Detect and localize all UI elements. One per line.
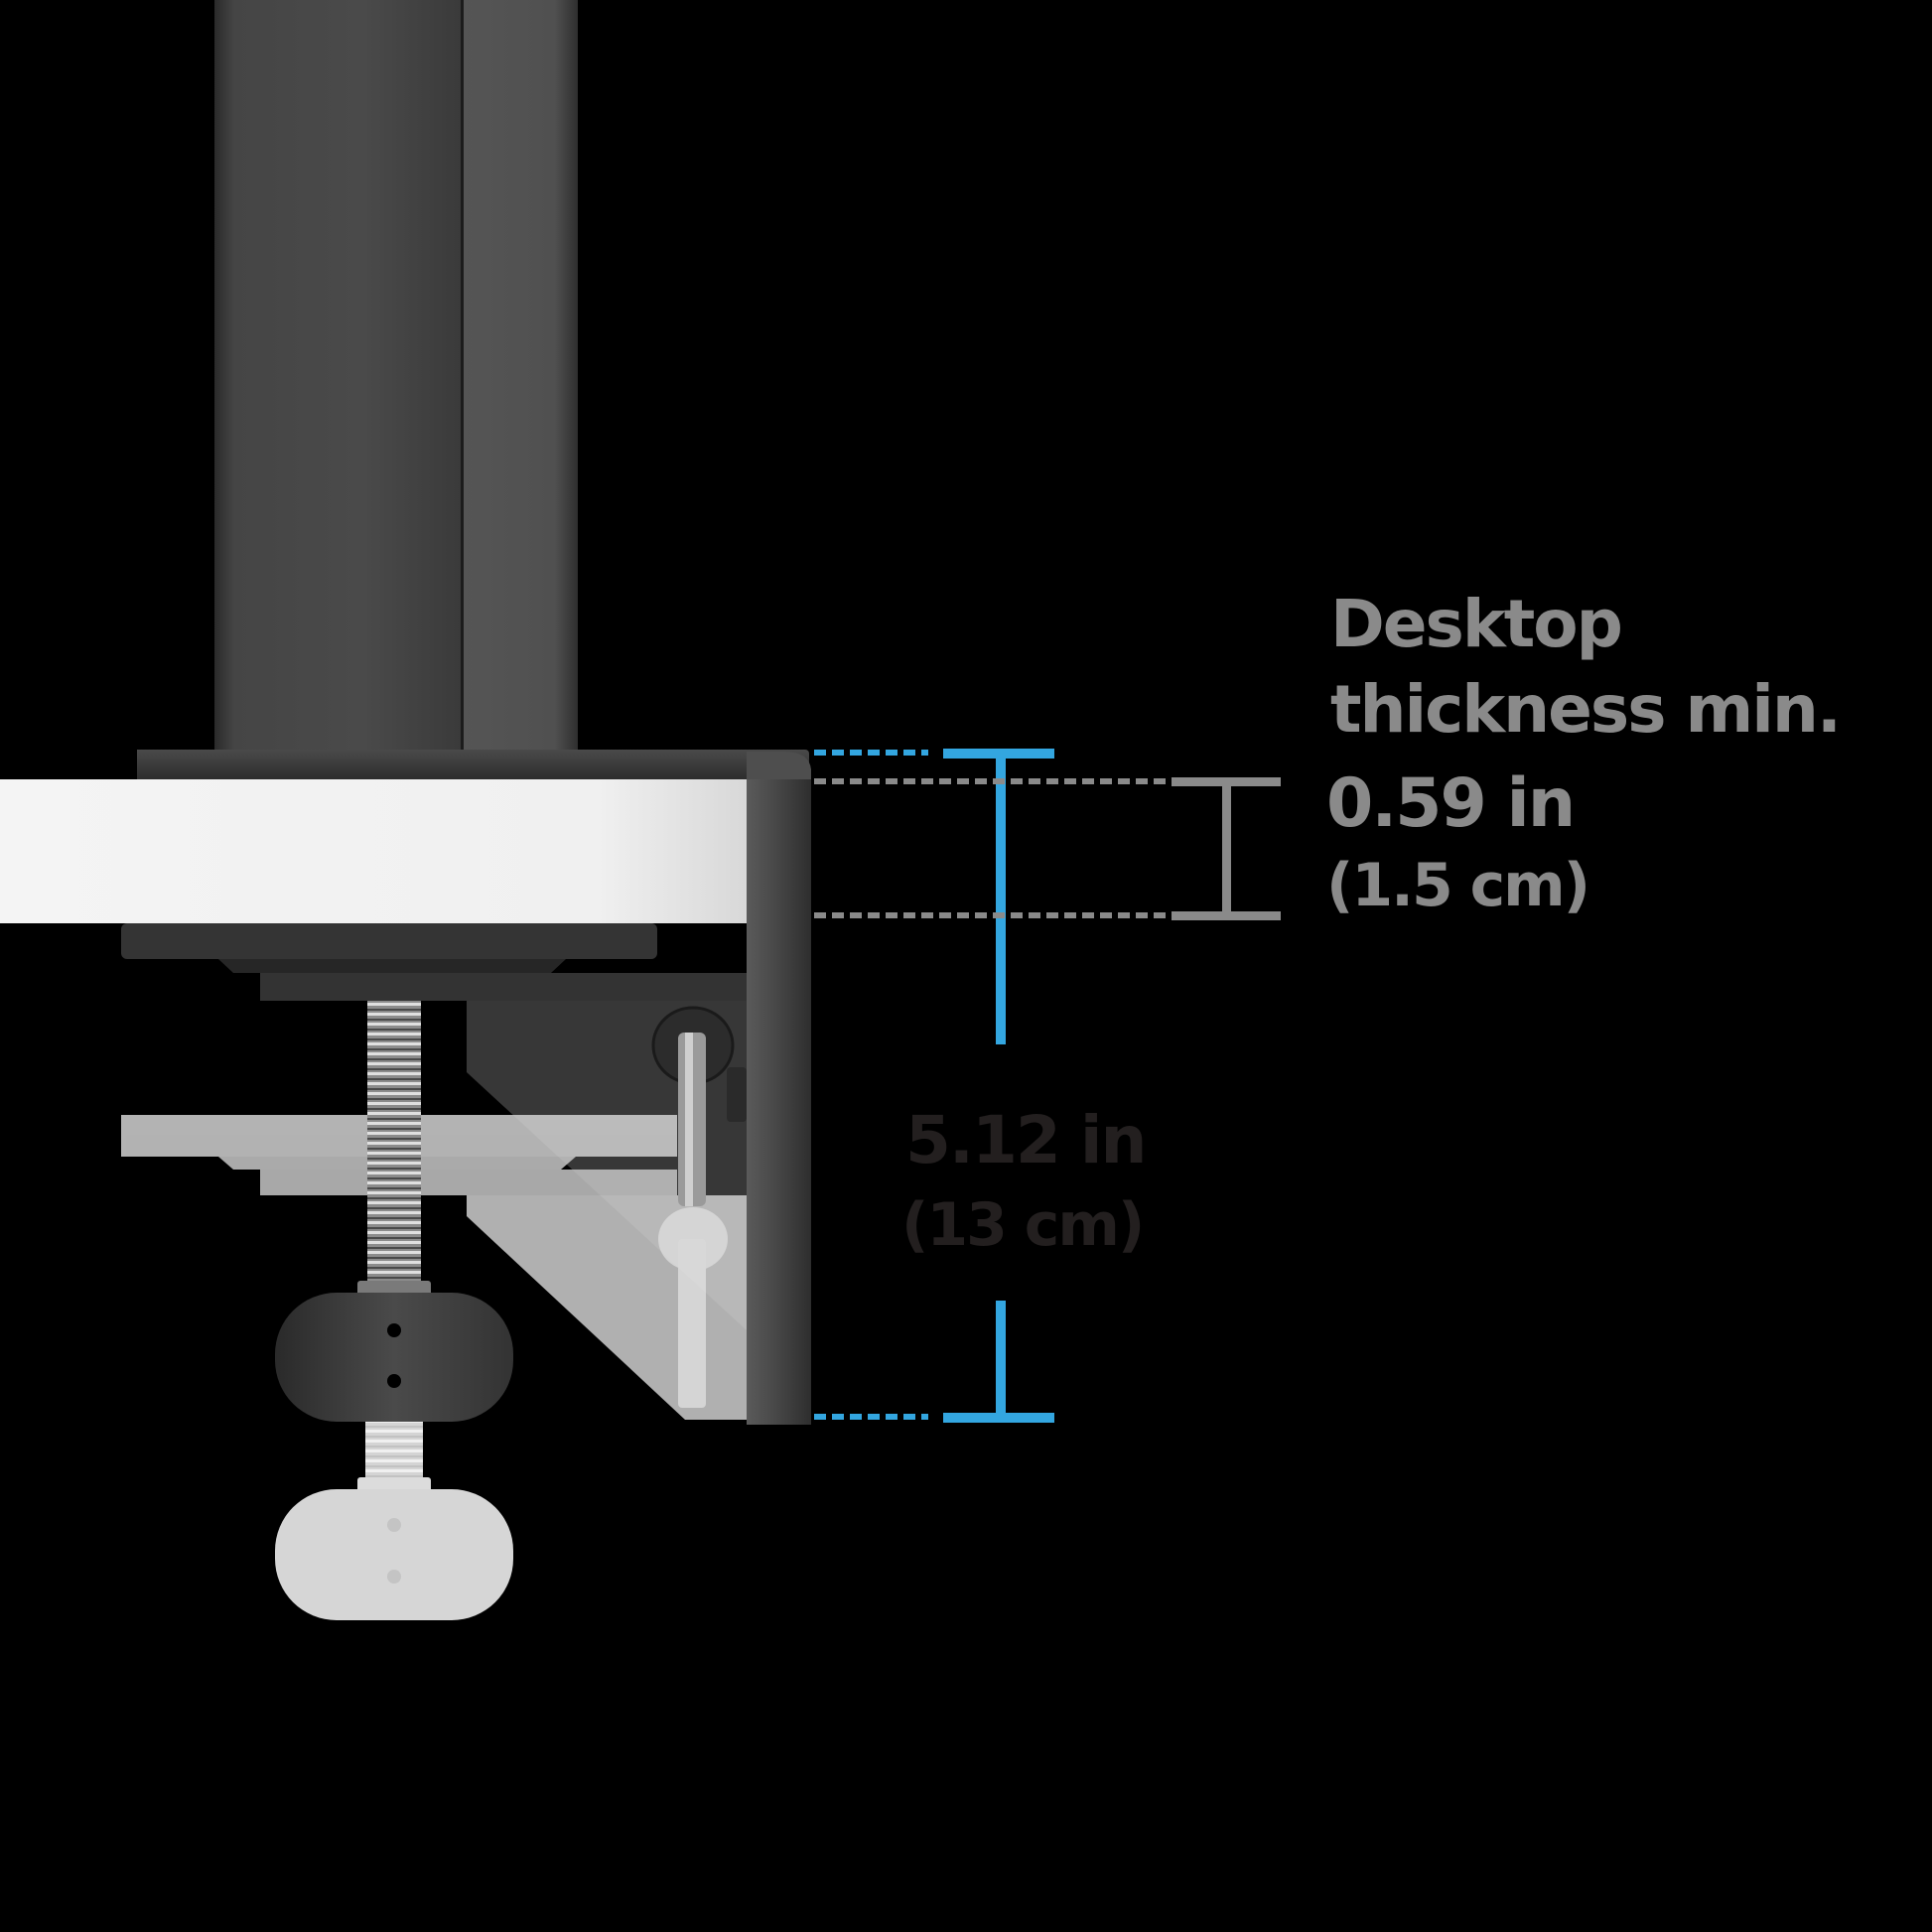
pole <box>214 0 578 750</box>
thickness-value-cm: (1.5 cm) <box>1326 851 1590 920</box>
thickness-dimension <box>814 777 1281 920</box>
under-desk-plate <box>121 923 657 973</box>
thickness-heading-2: thickness min. <box>1330 671 1842 748</box>
top-plate <box>137 750 809 779</box>
thickness-heading-line1: Desktop <box>1330 586 1623 662</box>
thickness-heading: Desktop <box>1330 586 1623 662</box>
ghost-hex-key <box>658 1207 728 1408</box>
clamp-value-in: 5.12 in <box>905 1102 1147 1178</box>
desk-surface <box>0 779 747 923</box>
clamp-opening-dimension <box>814 749 1054 1423</box>
clamp-arm <box>747 752 811 1425</box>
thickness-value-in: 0.59 in <box>1326 764 1576 843</box>
hex-key <box>651 1006 747 1206</box>
knob <box>275 1281 513 1422</box>
ghost-knob <box>275 1422 513 1620</box>
thickness-heading-line2: thickness min. <box>1330 671 1842 748</box>
clamp-value-cm: (13 cm) <box>901 1190 1145 1260</box>
threaded-screw <box>367 1001 421 1289</box>
clamp-lower-bar <box>260 973 747 1001</box>
